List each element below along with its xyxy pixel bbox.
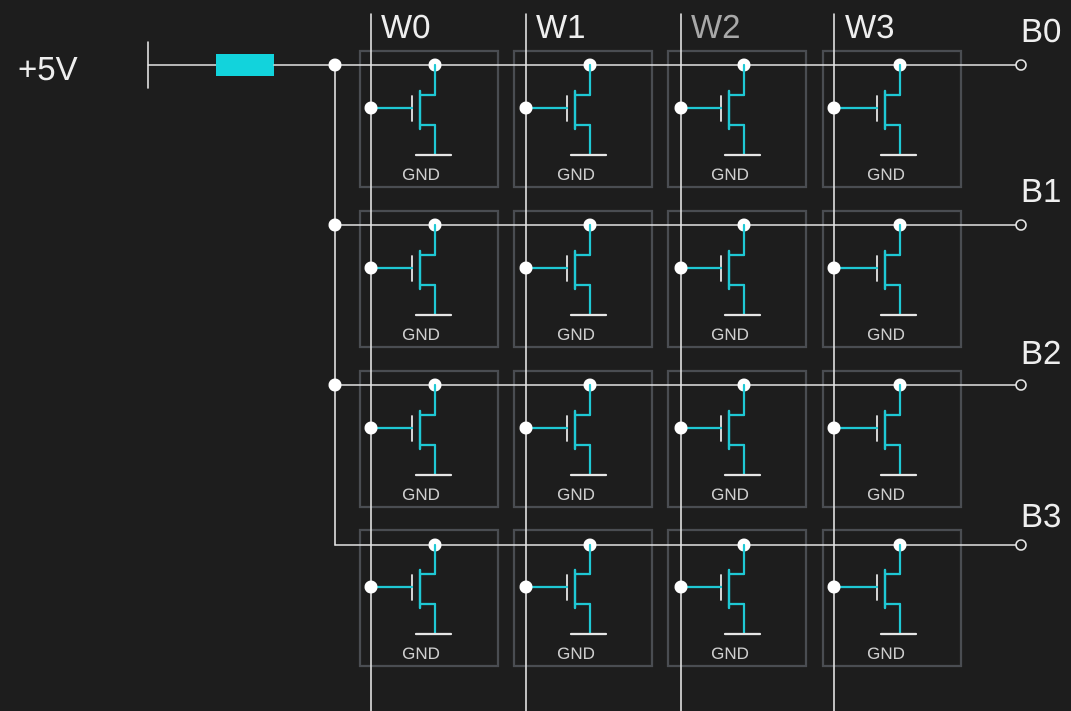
nmos-transistor: GND (827, 58, 918, 184)
junction-dot (328, 218, 342, 232)
memory-cell-box (358, 528, 500, 668)
gnd-label: GND (402, 644, 440, 663)
memory-cell-box (358, 49, 500, 189)
memory-cell-box (821, 49, 963, 189)
bit-line-label: B0 (1021, 12, 1061, 49)
gnd-label: GND (711, 165, 749, 184)
gate-junction-dot (519, 101, 533, 115)
junction-dot (328, 58, 342, 72)
gate-junction-dot (364, 261, 378, 275)
nmos-transistor: GND (519, 58, 608, 184)
nmos-transistor: GND (364, 378, 453, 504)
bit-line-terminal (1015, 379, 1027, 391)
memory-cell-box (821, 369, 963, 509)
gnd-label: GND (557, 644, 595, 663)
gate-junction-dot (519, 421, 533, 435)
gate-junction-dot (364, 421, 378, 435)
bit-line-label: B1 (1021, 172, 1061, 209)
memory-cell-box (512, 369, 654, 509)
nmos-transistor: GND (519, 378, 608, 504)
nmos-transistor: GND (827, 538, 918, 663)
word-line-label: W1 (536, 8, 586, 45)
memory-cell-box (666, 209, 808, 349)
word-line-label: W2 (691, 8, 741, 45)
gate-junction-dot (674, 580, 688, 594)
supply-label: +5V (18, 50, 78, 87)
memory-cell-box (358, 369, 500, 509)
word-line-label: W3 (845, 8, 895, 45)
memory-cell-box (666, 369, 808, 509)
nmos-transistor: GND (674, 218, 762, 344)
gate-junction-dot (827, 580, 841, 594)
bit-line-terminal (1015, 59, 1027, 71)
memory-cell-box (666, 49, 808, 189)
gate-junction-dot (519, 580, 533, 594)
gnd-label: GND (867, 485, 905, 504)
memory-cell-box (512, 209, 654, 349)
gate-junction-dot (827, 101, 841, 115)
gate-junction-dot (674, 421, 688, 435)
memory-cell-box (821, 209, 963, 349)
nmos-transistor: GND (827, 378, 918, 504)
gnd-label: GND (867, 644, 905, 663)
nmos-transistor: GND (364, 538, 453, 663)
gnd-label: GND (402, 485, 440, 504)
nmos-transistor: GND (674, 378, 762, 504)
nmos-transistor: GND (827, 218, 918, 344)
gate-junction-dot (364, 101, 378, 115)
gnd-label: GND (867, 165, 905, 184)
junction-dot (328, 378, 342, 392)
gate-junction-dot (519, 261, 533, 275)
nmos-transistor: GND (519, 538, 608, 663)
gnd-label: GND (557, 325, 595, 344)
gate-junction-dot (827, 261, 841, 275)
memory-cell-box (358, 209, 500, 349)
nmos-transistor: GND (364, 218, 453, 344)
gnd-label: GND (867, 325, 905, 344)
nmos-transistor: GND (364, 58, 453, 184)
word-line-label: W0 (381, 8, 431, 45)
gate-junction-dot (827, 421, 841, 435)
memory-cell-box (512, 528, 654, 668)
nmos-transistor: GND (674, 58, 762, 184)
gnd-label: GND (402, 325, 440, 344)
memory-cell-box (512, 49, 654, 189)
nmos-transistor: GND (674, 538, 762, 663)
gate-junction-dot (674, 101, 688, 115)
nmos-transistor: GND (519, 218, 608, 344)
resistor (216, 54, 274, 76)
bit-line-label: B3 (1021, 497, 1061, 534)
gnd-label: GND (711, 325, 749, 344)
bit-line-terminal (1015, 219, 1027, 231)
bit-line-terminal (1015, 539, 1027, 551)
gate-junction-dot (674, 261, 688, 275)
gnd-label: GND (711, 644, 749, 663)
memory-cell-box (821, 528, 963, 668)
gnd-label: GND (557, 485, 595, 504)
gnd-label: GND (711, 485, 749, 504)
bit-line-label: B2 (1021, 334, 1061, 371)
memory-cell-box (666, 528, 808, 668)
gnd-label: GND (557, 165, 595, 184)
gnd-label: GND (402, 165, 440, 184)
gate-junction-dot (364, 580, 378, 594)
